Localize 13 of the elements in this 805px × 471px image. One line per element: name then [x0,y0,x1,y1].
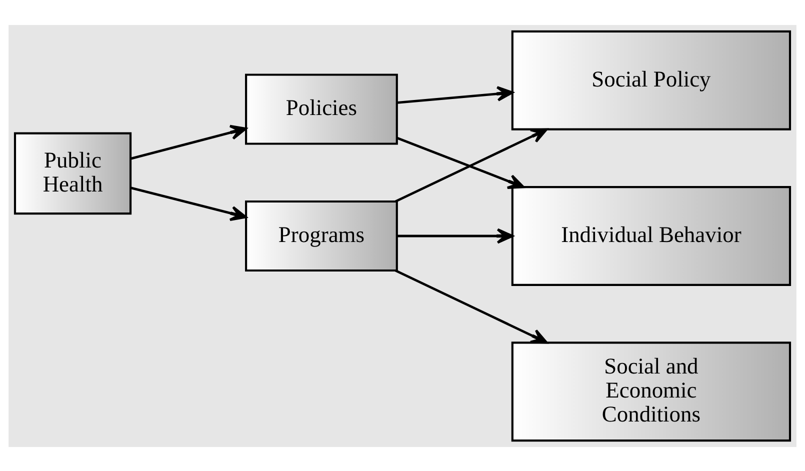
arrow [395,128,548,202]
node-box: Social and Economic Conditions [511,341,792,442]
arrow [397,228,514,244]
arrow [397,86,514,104]
node-box: Individual Behavior [511,186,792,286]
node-box: Social Policy [511,30,792,130]
arrow [396,136,524,188]
node-box: Public Health [14,132,132,214]
arrow [395,268,548,344]
arrow [130,124,247,160]
arrow [130,186,247,221]
node-box: Policies [245,73,398,144]
node-box: Programs [245,200,398,272]
